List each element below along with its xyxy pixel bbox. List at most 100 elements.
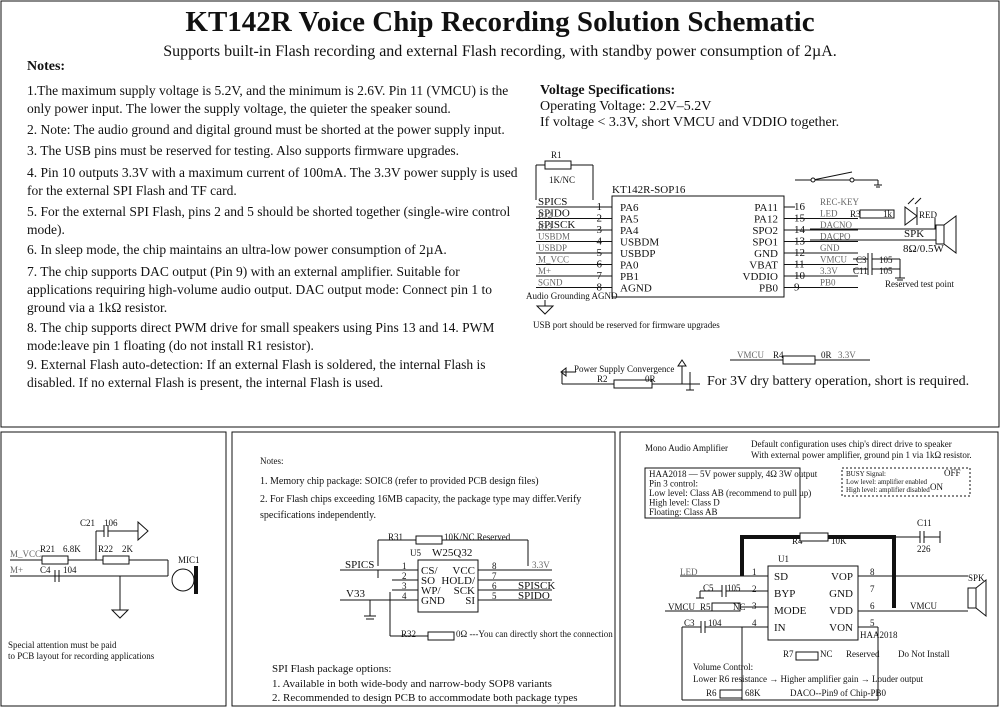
voltage-spec-heading: Voltage Specifications: bbox=[540, 83, 676, 98]
main-chip-pin-name: VDDIO bbox=[743, 271, 778, 283]
flash-notes-heading: Notes: bbox=[260, 456, 284, 466]
main-chip-pin-name: SPO2 bbox=[752, 225, 778, 237]
amp-pin-number: 1 bbox=[752, 567, 757, 577]
c4-label: C4 bbox=[40, 565, 51, 575]
busy-box bbox=[841, 467, 971, 497]
main-chip-pin-name: PA0 bbox=[620, 260, 639, 272]
microphone-icon bbox=[171, 568, 195, 592]
main-chip-pin-net: SPIDO bbox=[538, 208, 570, 220]
amp-pin-number: 2 bbox=[752, 584, 757, 594]
vmcu-net-label: VMCU bbox=[737, 350, 765, 360]
amp-r5-value: NC bbox=[733, 602, 746, 612]
notes-heading: Notes: bbox=[27, 59, 66, 74]
main-chip-pin-number: 8 bbox=[597, 282, 603, 294]
mic-circuit: C21 106 M_VCC R21 6.8K R22 2K M+ C4 104 … bbox=[8, 518, 200, 661]
flash-pin-number: 7 bbox=[492, 571, 497, 581]
amp-pin-name: VDD bbox=[829, 605, 853, 617]
busy-off: OFF bbox=[944, 468, 961, 478]
led-icon bbox=[904, 206, 918, 226]
led-color-label: RED bbox=[919, 210, 938, 220]
flash-pin-number: 2 bbox=[402, 571, 407, 581]
test-point-label: Reserved test point bbox=[885, 279, 954, 289]
power-convergence-label: Power Supply Convergence bbox=[574, 364, 674, 374]
top-panel-border bbox=[0, 0, 1000, 428]
main-chip-pin-number: 6 bbox=[597, 259, 603, 271]
speaker-spec: 8Ω/0.5W bbox=[903, 243, 944, 255]
main-chip-circuit: R1 1K/NC KT142R-SOP16 PA61SPICSPA52SPIDO… bbox=[526, 150, 969, 391]
amp-vmcu-right: VMCU bbox=[910, 601, 938, 611]
flash-pin-name: SCK bbox=[454, 585, 475, 597]
amp-r6-label: R6 bbox=[706, 688, 717, 698]
amp-r4-label: R4 bbox=[792, 536, 803, 546]
main-chip-pin-net: GND bbox=[820, 243, 840, 253]
flash-pin-name: SO bbox=[421, 575, 435, 587]
page-title: KT142R Voice Chip Recording Solution Sch… bbox=[185, 6, 815, 38]
amp-info-line: Pin 3 control: bbox=[649, 479, 698, 489]
amp-info-line: High level: Class D bbox=[649, 498, 720, 508]
mic-ground-icon bbox=[110, 609, 130, 619]
main-chip-pin-net: SPISCK bbox=[538, 219, 575, 231]
amp-c11-value: 226 bbox=[917, 544, 931, 554]
amp-r7-value: NC bbox=[820, 649, 833, 659]
amp-dni: Do Not Install bbox=[898, 649, 950, 659]
m-plus-net: M+ bbox=[10, 565, 23, 575]
r1-value: 1K/NC bbox=[549, 175, 575, 185]
r1-resistor bbox=[544, 160, 572, 170]
amp-chip-name: HAA2018 bbox=[860, 630, 898, 640]
main-chip-pin-net: USBDP bbox=[538, 243, 567, 253]
r32-label: R32 bbox=[401, 629, 416, 639]
note-item: 6. In sleep mode, the chip maintains an … bbox=[27, 242, 447, 257]
main-chip-pin-number: 1 bbox=[597, 201, 603, 213]
main-chip-pin-name: PA4 bbox=[620, 225, 639, 237]
r22-resistor bbox=[102, 555, 130, 565]
amp-heading: Mono Audio Amplifier bbox=[645, 443, 728, 453]
main-chip-pin-number: 4 bbox=[597, 236, 603, 248]
amp-led-net: LED bbox=[680, 567, 698, 577]
vol-text: Lower R6 resistance → Higher amplifier g… bbox=[693, 674, 924, 684]
amp-reserved: Reserved bbox=[846, 649, 880, 659]
amp-pin-number: 8 bbox=[870, 567, 875, 577]
flash-pin-net: SPISCK bbox=[518, 580, 555, 592]
flash-note-2b: specifications independently. bbox=[260, 510, 376, 521]
amp-default-2: With external power amplifier, ground pi… bbox=[751, 450, 972, 460]
main-chip-pin-name: PA6 bbox=[620, 202, 639, 214]
amp-default-1: Default configuration uses chip's direct… bbox=[751, 439, 952, 449]
amp-r4-resistor bbox=[799, 532, 829, 542]
u1-label: U1 bbox=[778, 554, 789, 564]
flash-pin-number: 5 bbox=[492, 591, 497, 601]
main-chip-pin-name: PA11 bbox=[754, 202, 778, 214]
amp-r5-label: R5 bbox=[700, 602, 711, 612]
main-chip-pin-name: USBDP bbox=[620, 248, 655, 260]
r4-top-value: 0R bbox=[821, 350, 832, 360]
amp-r6-value: 68K bbox=[745, 688, 761, 698]
r31-resistor bbox=[415, 535, 443, 545]
main-chip-pin-number: 15 bbox=[794, 213, 806, 225]
main-chip-pin-net: DACPO bbox=[820, 232, 851, 242]
amp-pin-name: GND bbox=[829, 588, 853, 600]
usb-note: USB port should be reserved for firmware… bbox=[533, 320, 720, 330]
note-item: 9. External Flash auto-detection: If an … bbox=[27, 357, 486, 390]
main-chip-pin-name: GND bbox=[754, 248, 778, 260]
note-item: 4. Pin 10 outputs 3.3V with a maximum cu… bbox=[27, 165, 518, 198]
flash-pin-name: GND bbox=[421, 595, 445, 607]
main-chip-pin-number: 5 bbox=[597, 247, 603, 259]
amp-speaker-icon bbox=[967, 587, 977, 609]
flash-circuit: Notes: 1. Memory chip package: SOIC8 (re… bbox=[260, 456, 613, 704]
pkg-option-1: 1. Available in both wide-body and narro… bbox=[272, 678, 552, 690]
flash-note-1: 1. Memory chip package: SOIC8 (refer to … bbox=[260, 476, 539, 487]
amp-pin-name: SD bbox=[774, 571, 788, 583]
amp-info-line: HAA2018 — 5V power supply, 4Ω 3W output bbox=[649, 469, 818, 479]
amp-c3-value: 104 bbox=[708, 618, 722, 628]
main-chip-pin-name: PA5 bbox=[620, 214, 639, 226]
r3-value: 1k bbox=[883, 209, 893, 219]
main-chip-pin-number: 16 bbox=[794, 201, 806, 213]
flash-chip-body bbox=[417, 559, 479, 613]
main-chip-pin-net: M+ bbox=[538, 266, 551, 276]
amp-pin-name: IN bbox=[774, 622, 786, 634]
main-chip-pin-net: PB0 bbox=[820, 278, 836, 288]
r2-label: R2 bbox=[597, 374, 608, 384]
amp-r7-resistor bbox=[795, 651, 819, 661]
flash-pin-number: 6 bbox=[492, 581, 497, 591]
voltage-spec-line-1: Operating Voltage: 2.2V–5.2V bbox=[540, 99, 712, 114]
flash-pin-name: VCC bbox=[452, 565, 475, 577]
